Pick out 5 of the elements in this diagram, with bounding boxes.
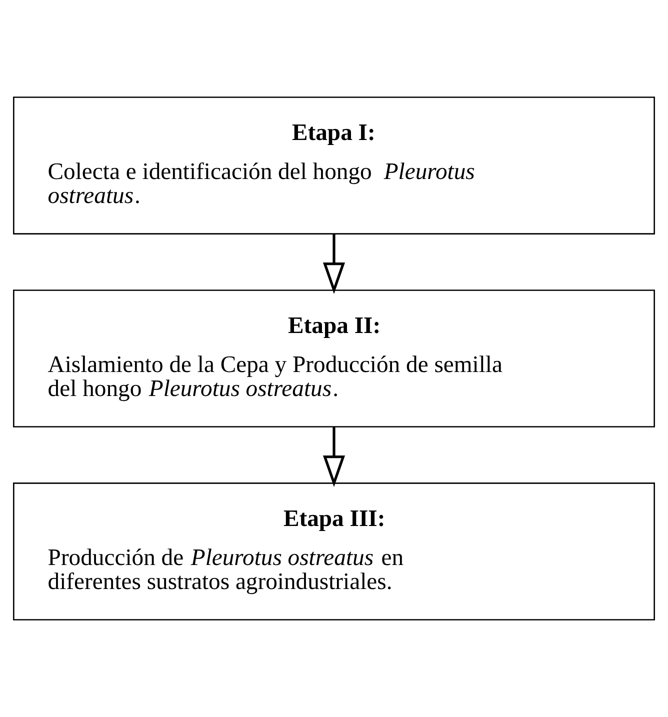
node-box: Etapa III: Producción de Pleurotus ostreatus en diferentes sustratos agroindustriales. xyxy=(13,482,655,620)
arrow xyxy=(322,426,346,487)
node-box: Etapa I: Colecta e identificación del hongo Pleurotus ostreatus. xyxy=(13,96,655,234)
arrow xyxy=(322,234,346,294)
node-box: Etapa II: Aislamiento de la Cepa y Producción de semilla del hongo Pleurotus ostreatus. xyxy=(13,290,655,428)
